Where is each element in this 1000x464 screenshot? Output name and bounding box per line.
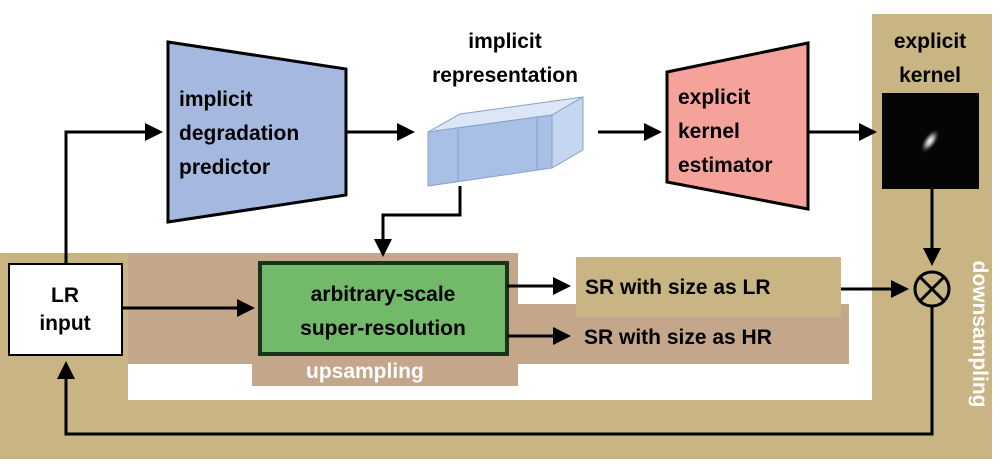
downsampling-label: downsampling bbox=[968, 261, 991, 408]
kernel-estimator-line3: estimator bbox=[678, 154, 773, 177]
lr-input-box bbox=[8, 263, 123, 356]
sr-hr-size-label: SR with size as HR bbox=[584, 326, 772, 349]
arrow-lr-to-predictor bbox=[64, 123, 163, 264]
sr-lr-size-band bbox=[576, 257, 841, 317]
downsampling-region bbox=[0, 14, 992, 459]
degradation-predictor-block bbox=[166, 40, 348, 224]
lr-input-line1: LR bbox=[51, 284, 79, 307]
implicit-representation-block bbox=[427, 96, 584, 187]
arrow-combine-to-lr bbox=[57, 306, 934, 436]
degradation-predictor-line3: predictor bbox=[179, 156, 270, 179]
implicit-representation-line2: representation bbox=[432, 64, 578, 87]
upsampling-label: upsampling bbox=[306, 360, 424, 383]
kernel-blob bbox=[919, 128, 941, 154]
degradation-predictor-line1: implicit bbox=[179, 88, 253, 111]
kernel-estimator-line1: explicit bbox=[678, 86, 750, 109]
explicit-kernel-line2: kernel bbox=[899, 64, 961, 87]
arrow-representation-to-sr bbox=[374, 186, 462, 257]
sr-module-box bbox=[258, 261, 509, 356]
flow-arrows bbox=[57, 123, 941, 436]
sr-module-line2: super-resolution bbox=[300, 317, 466, 340]
lr-input-line2: input bbox=[39, 312, 90, 335]
kernel-estimator-block bbox=[665, 41, 810, 211]
sr-lr-size-label: SR with size as LR bbox=[585, 276, 771, 299]
degradation-predictor-line2: degradation bbox=[179, 122, 299, 145]
white-gap-2 bbox=[518, 364, 872, 400]
kernel-estimator-line2: kernel bbox=[678, 120, 740, 143]
white-gap bbox=[128, 364, 252, 400]
explicit-kernel-line1: explicit bbox=[894, 30, 966, 53]
sr-module-line1: arbitrary-scale bbox=[311, 283, 456, 306]
implicit-representation-line1: implicit bbox=[468, 30, 542, 53]
